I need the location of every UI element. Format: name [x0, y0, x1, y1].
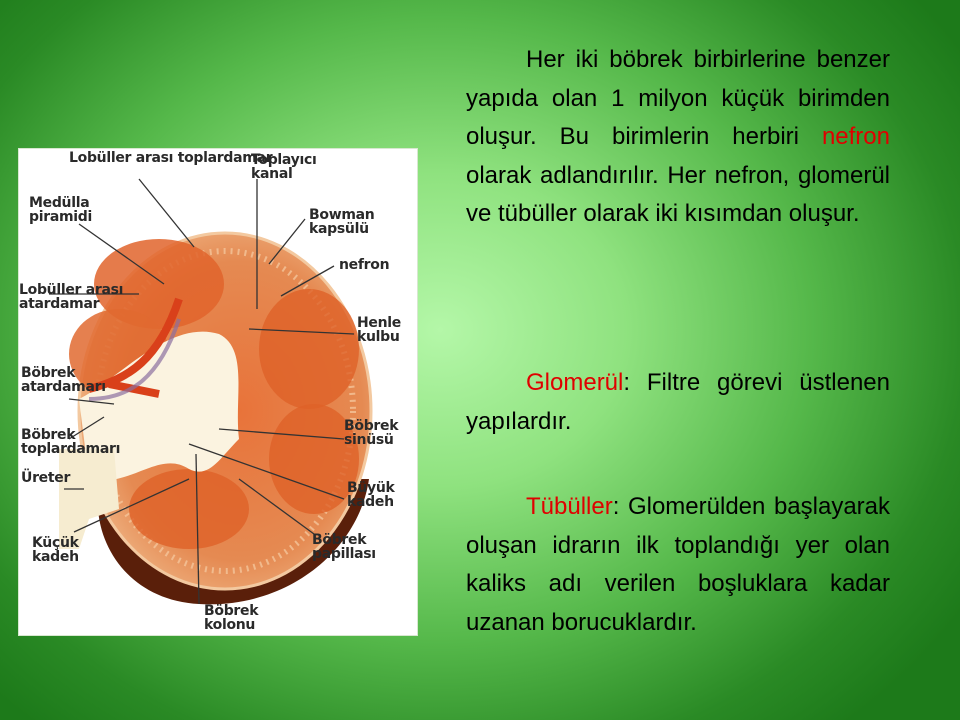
paragraph-glomerul: Glomerül: Filtre görevi üstlenen yapılar…	[466, 364, 890, 441]
renal-sinus	[79, 331, 239, 481]
p3-text: : Glomerülden başlayarak oluşan idrarın …	[466, 493, 890, 636]
paragraph-tubuller: Tübüller: Glomerülden başlayarak oluşan …	[466, 488, 890, 642]
p2-text: : Filtre görevi üstlenen yapılardır.	[466, 369, 890, 435]
label-lobuller-arasi-atardamar: Lobüller arası atardamar	[19, 282, 124, 312]
label-bobrek-atardamari: Böbrek atardamarı	[21, 365, 106, 395]
label-medulla-piramidi: Medülla piramidi	[29, 195, 92, 225]
kidney-illustration	[49, 178, 373, 605]
label-henle-kulbu: Henle kulbu	[357, 315, 401, 345]
paragraph-nefron: Her iki böbrek birbirlerine benzer yapıd…	[466, 41, 890, 234]
label-ureter: Üreter	[21, 470, 71, 486]
p1-text-before: Her iki böbrek birbirlerine benzer yapıd…	[466, 46, 890, 151]
label-kucuk-kadeh: Küçük kadeh	[32, 535, 79, 565]
label-lobuller-arasi-toplardamar: Lobüller arası toplardamar	[69, 150, 273, 166]
label-nefron: nefron	[339, 257, 390, 273]
ureter	[59, 449, 119, 549]
medulla-pyramid	[94, 239, 224, 329]
label-bobrek-sinusu: Böbrek sinüsü	[344, 418, 399, 448]
highlight-glomerul: Glomerül	[526, 369, 624, 396]
label-bowman-kapsulu: Bowman kapsülü	[309, 207, 375, 237]
label-toplayici-kanal: Toplayıcı kanal	[251, 152, 317, 182]
leader-lines	[49, 178, 355, 605]
kidney-anatomy-figure: Lobüller arası toplardamar Toplayıcı kan…	[18, 148, 418, 636]
label-bobrek-toplardamari: Böbrek toplardamarı	[21, 427, 121, 457]
label-buyuk-kadeh: Büyük kadeh	[347, 480, 395, 510]
highlight-nefron: nefron	[821, 123, 890, 151]
label-bobrek-kolonu: Böbrek kolonu	[204, 603, 259, 633]
highlight-tubuller: Tübüller	[526, 493, 613, 520]
p1-text-after: olarak adlandırılır. Her nefron, glomerü…	[466, 161, 890, 228]
label-bobrek-papillasi: Böbrek papillası	[312, 532, 376, 562]
